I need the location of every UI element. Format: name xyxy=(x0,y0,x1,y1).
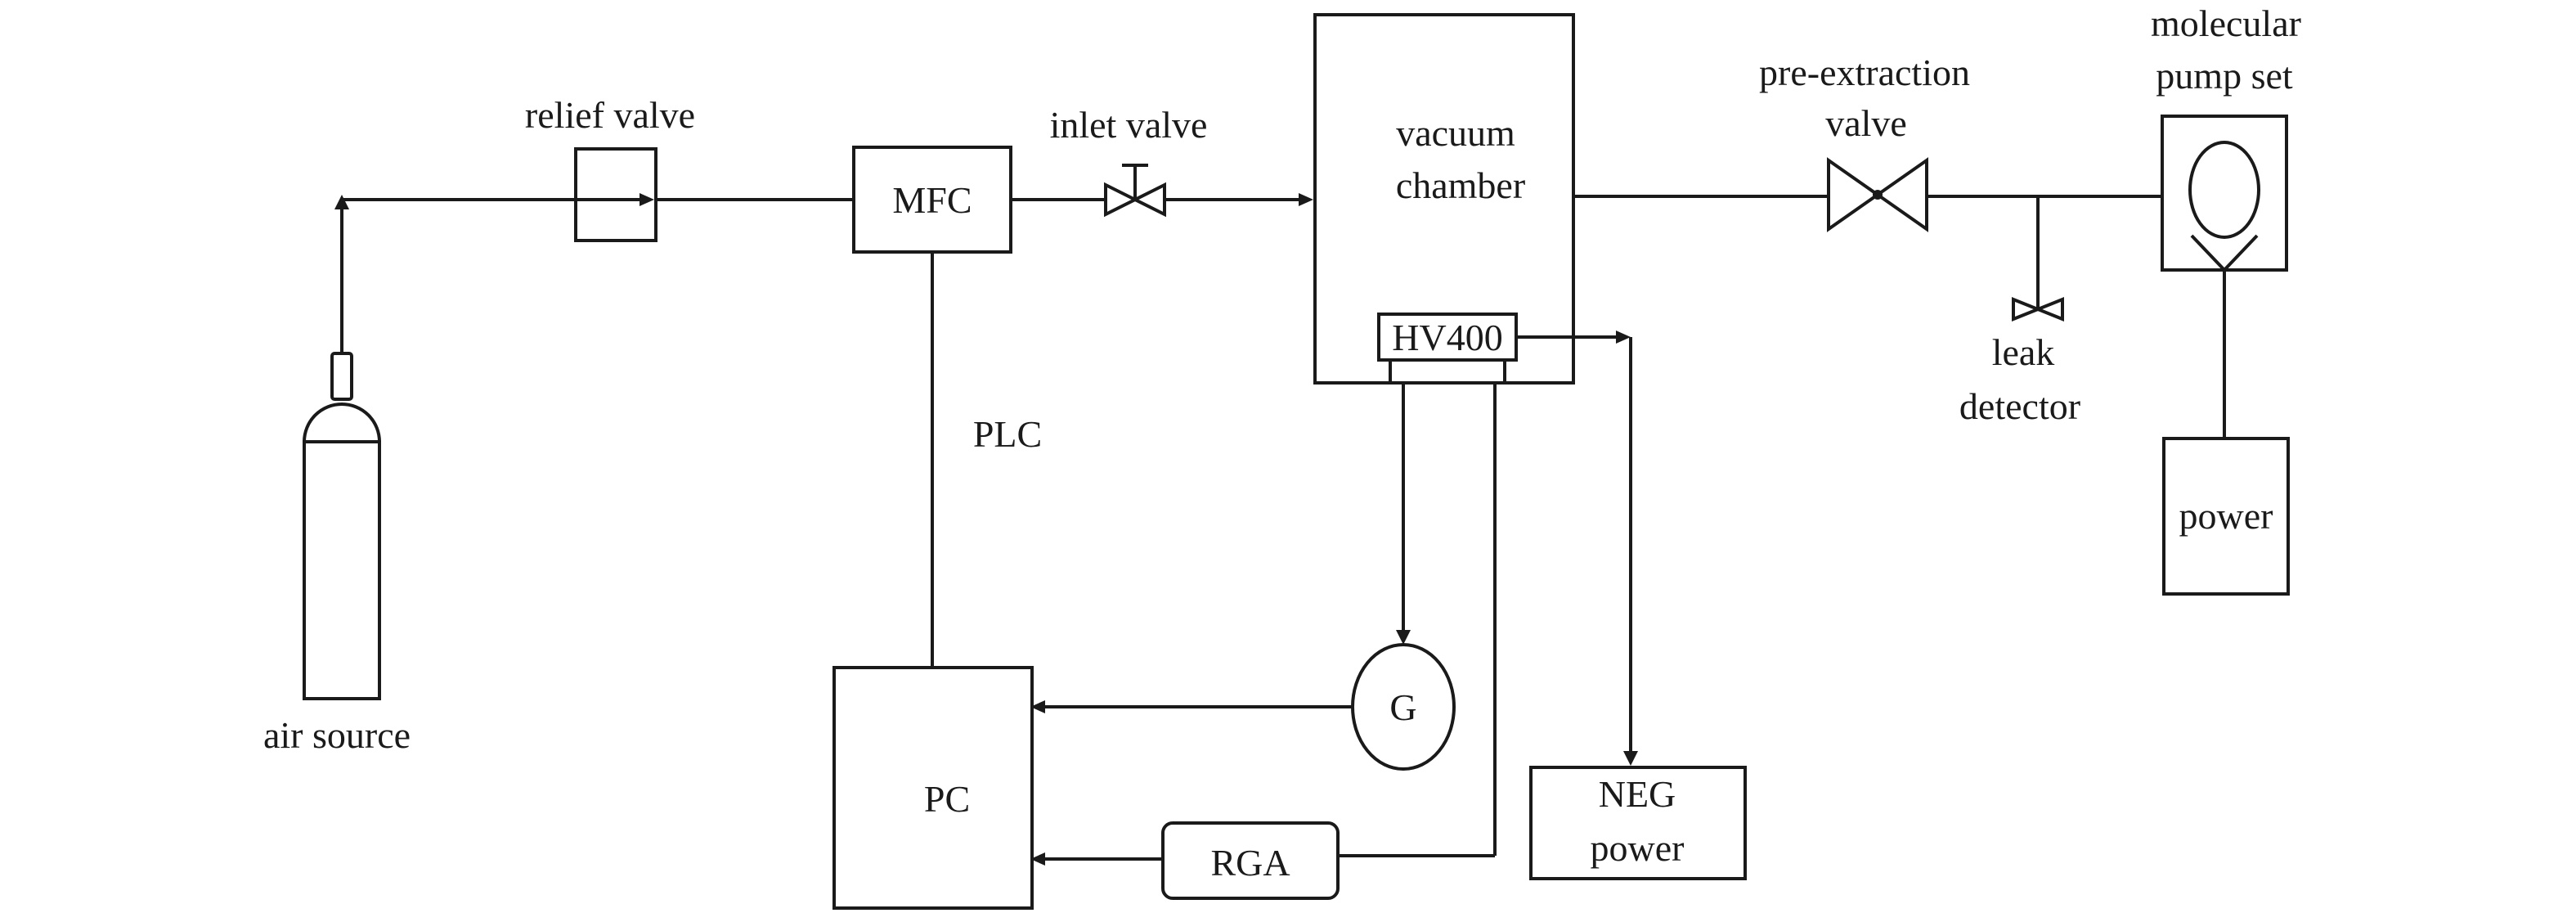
pre-extraction-valve xyxy=(1827,157,1928,232)
molecular-pump-label-line1: molecular xyxy=(2151,2,2301,44)
vacuum-chamber-label-line1: vacuum xyxy=(1396,112,1515,154)
leak-detector-valve xyxy=(2012,297,2064,322)
pre-extraction-label-line1: pre-extraction xyxy=(1759,52,1970,93)
neg-power-label-line2: power xyxy=(1591,827,1685,869)
air-source-cylinder xyxy=(302,352,382,700)
chamber-inlet-arrowhead xyxy=(1299,193,1313,206)
leak-detector-label-line2: detector xyxy=(1959,385,2080,427)
power-box xyxy=(2162,437,2290,596)
hv400-arrowhead xyxy=(1616,331,1631,344)
neg-power-box xyxy=(1529,766,1747,880)
inlet-valve-label: inlet valve xyxy=(1050,104,1208,146)
inlet-valve xyxy=(1104,164,1166,218)
mfc-label: MFC xyxy=(892,179,972,221)
rga-label: RGA xyxy=(1210,842,1290,884)
plc-label: PLC xyxy=(973,413,1042,455)
air-source-label: air source xyxy=(263,714,411,756)
molecular-pump-box xyxy=(2161,115,2288,272)
gauge-label: G xyxy=(1389,686,1416,728)
riser-arrowhead xyxy=(334,195,349,209)
leak-detector-label-line1: leak xyxy=(1992,331,2055,373)
hv400-flange xyxy=(1389,358,1506,385)
relief-valve xyxy=(574,147,657,242)
pc-rga-arrowhead xyxy=(1030,852,1045,866)
hv400-label: HV400 xyxy=(1392,317,1502,358)
relief-valve-label: relief valve xyxy=(525,94,695,136)
vacuum-chamber-label-line2: chamber xyxy=(1396,164,1525,206)
pre-extraction-label-line2: valve xyxy=(1825,102,1907,144)
molecular-pump-label-line2: pump set xyxy=(2156,55,2293,97)
power-label: power xyxy=(2179,495,2273,537)
mfc-box xyxy=(852,146,1012,254)
pc-label: PC xyxy=(924,778,970,820)
pc-box xyxy=(832,666,1034,910)
neg-power-label-line1: NEG xyxy=(1599,773,1676,815)
pc-gauge-arrowhead xyxy=(1030,700,1045,713)
gauge-arrowhead xyxy=(1396,630,1411,645)
neg-power-arrowhead xyxy=(1623,751,1638,766)
